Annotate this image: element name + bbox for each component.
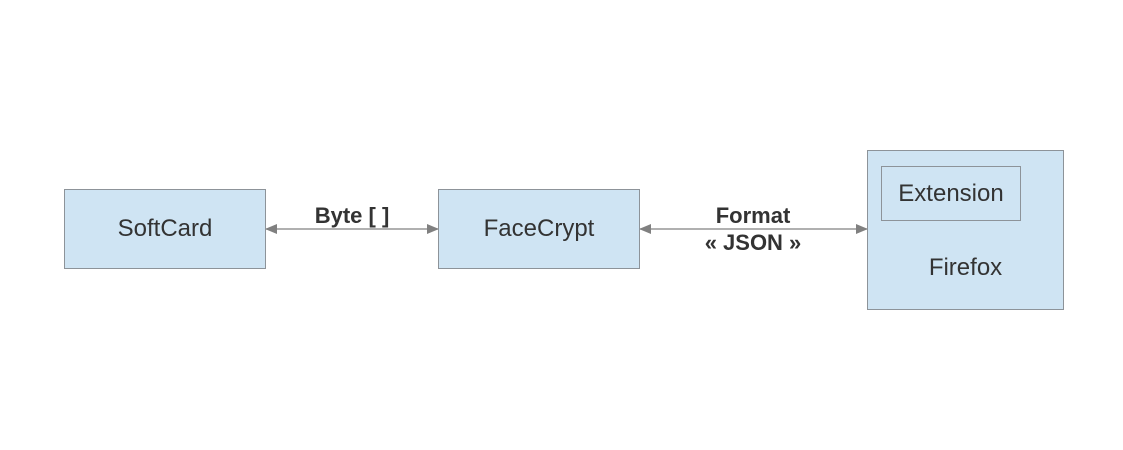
format-label-line2: « JSON » bbox=[704, 230, 802, 255]
format-label-line1: Format bbox=[715, 203, 791, 228]
byte-array-label: Byte [ ] bbox=[314, 203, 390, 228]
format-json-label: Format « JSON » bbox=[660, 202, 846, 256]
facecrypt-node: FaceCrypt bbox=[438, 189, 640, 269]
extension-label: Extension bbox=[898, 179, 1004, 207]
facecrypt-label: FaceCrypt bbox=[483, 215, 595, 242]
firefox-label: Firefox bbox=[928, 254, 1003, 281]
softcard-node: SoftCard bbox=[64, 189, 266, 269]
extension-node: Extension bbox=[881, 166, 1021, 221]
firefox-node: Extension Firefox bbox=[867, 150, 1064, 310]
softcard-label: SoftCard bbox=[117, 215, 213, 242]
